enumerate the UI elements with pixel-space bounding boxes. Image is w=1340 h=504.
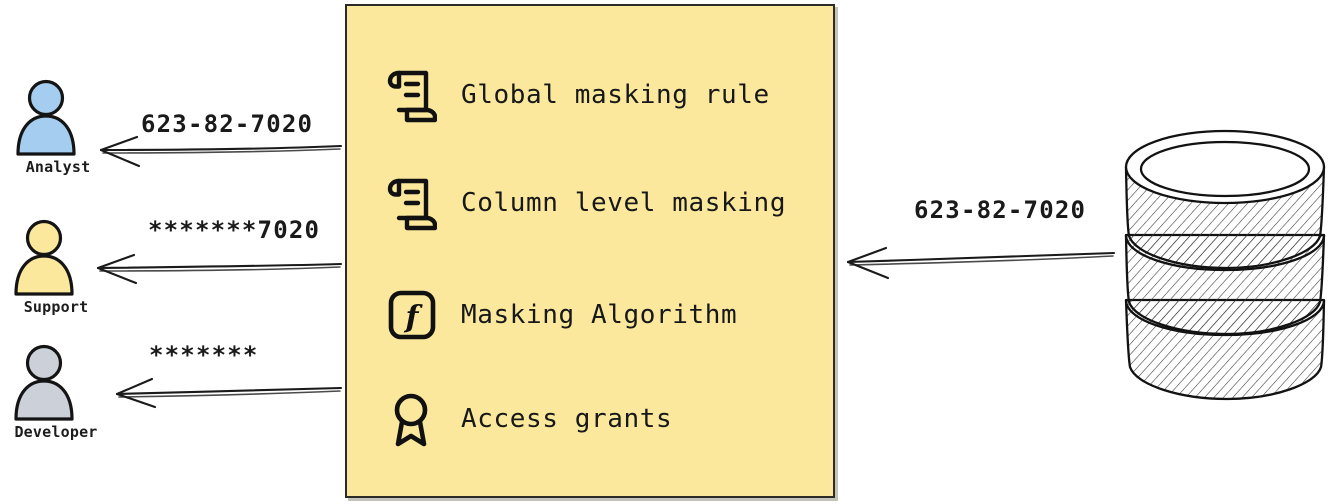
- arrow-to-developer: [115, 377, 343, 409]
- actor-role-label: Developer: [14, 423, 98, 441]
- policy-item-masking-algorithm[interactable]: f Masking Algorithm: [385, 282, 737, 348]
- policy-item-label: Masking Algorithm: [461, 300, 738, 330]
- svg-text:f: f: [404, 300, 424, 335]
- person-icon: [14, 219, 74, 296]
- policy-item-column-level-masking[interactable]: Column level masking: [385, 170, 786, 236]
- actor-role-label: Analyst: [25, 158, 91, 176]
- actor-role-label: Support: [23, 298, 89, 316]
- actor-developer[interactable]: Developer: [0, 343, 116, 441]
- arrow-database-to-panel: [846, 246, 1116, 280]
- actor-support[interactable]: Support: [0, 218, 116, 316]
- analyst-value-label: 623-82-7020: [141, 110, 314, 138]
- policy-item-label: Global masking rule: [461, 80, 770, 110]
- actor-analyst[interactable]: Analyst: [0, 78, 118, 176]
- policy-item-list: Global masking rule Column level masking: [347, 6, 833, 496]
- arrow-to-analyst: [99, 135, 343, 168]
- masking-policy-panel: Global masking rule Column level masking: [345, 4, 835, 498]
- source-database[interactable]: [1110, 115, 1340, 405]
- policy-item-label: Access grants: [461, 404, 673, 434]
- developer-value-label: *******: [149, 341, 259, 369]
- policy-item-global-masking-rule[interactable]: Global masking rule: [385, 62, 770, 128]
- database-cylinder-icon: [1124, 129, 1326, 401]
- policy-item-label: Column level masking: [461, 188, 787, 218]
- person-icon: [14, 344, 74, 421]
- scroll-icon: [387, 70, 437, 123]
- award-ribbon-icon: [394, 393, 428, 447]
- person-icon: [16, 79, 76, 156]
- arrow-to-support: [96, 253, 343, 285]
- scroll-icon: [387, 178, 437, 231]
- function-box-icon: f: [388, 290, 436, 340]
- policy-item-access-grants[interactable]: Access grants: [385, 386, 672, 452]
- support-value-label: *******7020: [148, 216, 321, 244]
- source-value-label: 623-82-7020: [914, 196, 1087, 224]
